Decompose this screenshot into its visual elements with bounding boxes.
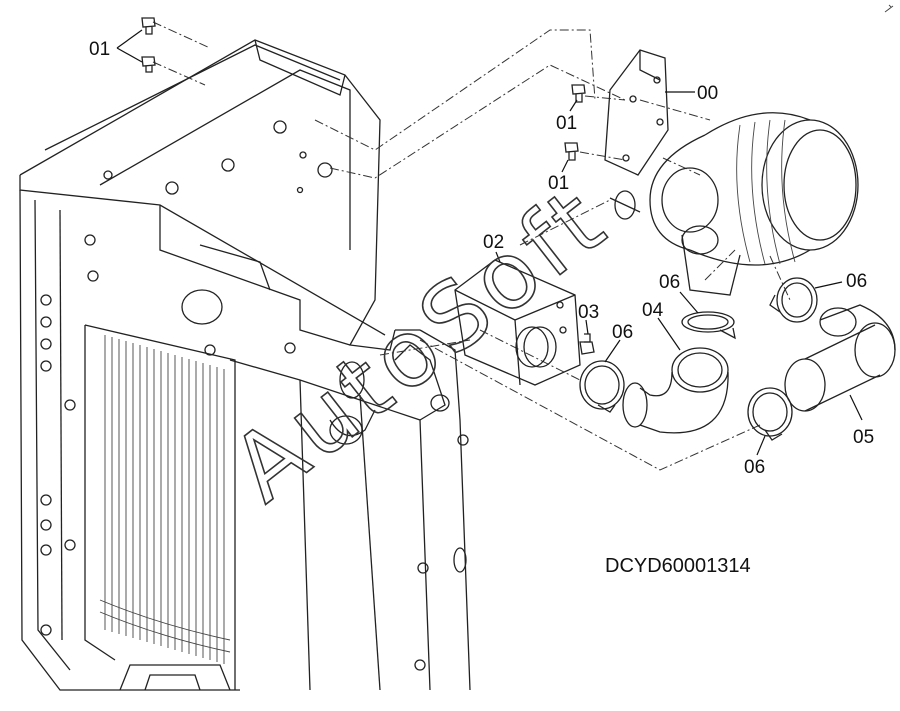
label-01-right-upper: 01	[556, 113, 577, 134]
guide-lines	[152, 21, 791, 471]
hose-05	[784, 304, 896, 412]
radiator-core	[99, 335, 231, 664]
label-00: 00	[697, 83, 718, 104]
label-06-right-top: 06	[846, 271, 867, 292]
bolt-03	[579, 333, 595, 355]
label-04: 04	[642, 300, 664, 321]
elbow-hose-04	[622, 347, 729, 434]
clamp-06-right-bottom	[747, 387, 793, 441]
leader-lines	[116, 29, 863, 456]
label-05: 05	[853, 427, 874, 448]
bolt-01-right	[564, 84, 586, 161]
label-06-middle: 06	[659, 272, 680, 293]
label-06-right-bottom: 06	[744, 457, 765, 478]
intake-box-02	[454, 259, 581, 386]
bracket-00	[604, 49, 669, 176]
watermark: AutoSoft	[212, 164, 629, 523]
drawing-code: DCYD60001314	[605, 555, 751, 577]
left-bolts	[40, 234, 469, 671]
watermark-text: AutoSoft	[213, 165, 628, 522]
label-03: 03	[578, 302, 599, 323]
radiator-frame	[19, 39, 471, 691]
clamp-06-right-top	[769, 277, 818, 323]
clamp-06-left	[579, 360, 625, 413]
label-06-left: 06	[612, 322, 633, 343]
bolt-01-top	[141, 17, 156, 73]
part-labels: 01 00 01 01 02 03 04 05 06 06 06 06	[89, 39, 874, 478]
label-01-right-lower: 01	[548, 173, 569, 194]
corner-mark	[884, 4, 894, 13]
label-01-top: 01	[89, 39, 110, 60]
label-02: 02	[483, 232, 504, 253]
air-cleaner	[609, 112, 859, 296]
clamp-06-middle	[681, 311, 736, 340]
